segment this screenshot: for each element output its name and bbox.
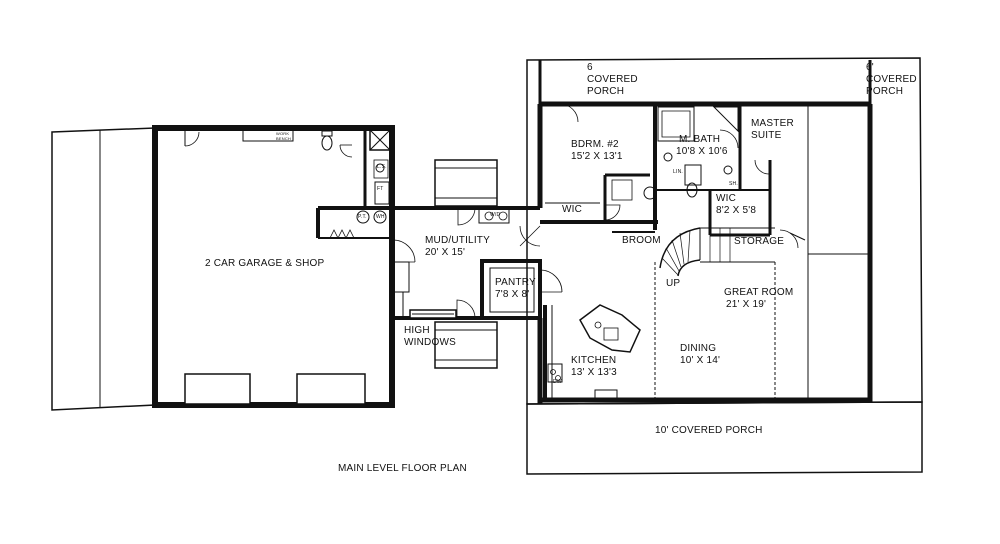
garage-walls bbox=[51, 125, 395, 411]
mud-utility-size: 20' X 15' bbox=[425, 247, 466, 258]
mud-utility-label: MUD/UTILITY bbox=[425, 235, 490, 246]
ls-label: L.S. bbox=[377, 164, 387, 170]
kitchen-size: 13' X 13'3 bbox=[571, 367, 617, 378]
dw-label: DW bbox=[553, 379, 562, 385]
mud-utility-walls bbox=[392, 159, 540, 369]
stair-up-label: UP bbox=[666, 278, 681, 289]
pantry-label: PANTRY bbox=[495, 277, 536, 288]
wh-label: WH bbox=[376, 214, 385, 220]
sh-label: SH. bbox=[729, 181, 738, 187]
bedroom-2-label: BDRM. #2 bbox=[571, 139, 619, 150]
high-windows-label: HIGH WINDOWS bbox=[404, 325, 456, 348]
wd-label: W/D bbox=[490, 212, 501, 218]
covered-porch-bottom-label: 10' COVERED PORCH bbox=[655, 425, 763, 436]
wic-master-size: 8'2 X 5'8 bbox=[716, 205, 757, 216]
kitchen-fixtures bbox=[543, 304, 641, 399]
garage-shop-label: 2 CAR GARAGE & SHOP bbox=[205, 258, 325, 269]
great-room-size: 21' X 19' bbox=[726, 299, 767, 310]
broom-label: BROOM bbox=[622, 235, 661, 246]
plan-title: MAIN LEVEL FLOOR PLAN bbox=[338, 463, 467, 474]
lin-label: LIN. bbox=[673, 169, 683, 175]
ft-label: FT bbox=[377, 186, 384, 192]
pantry-size: 7'8 X 8' bbox=[495, 289, 530, 300]
master-bath-size: 10'8 X 10'6 bbox=[676, 146, 728, 157]
kitchen-label: KITCHEN bbox=[571, 355, 617, 366]
storage-label: STORAGE bbox=[734, 236, 785, 247]
pt-label: P.T. bbox=[358, 214, 367, 220]
wic-bedroom-label: WIC bbox=[562, 204, 583, 215]
pantry-walls bbox=[480, 259, 563, 320]
work-bench-label: WORK BENCH bbox=[276, 131, 292, 141]
dining-size: 10' X 14' bbox=[680, 355, 721, 366]
covered-porch-right-label: 6' COVERED PORCH bbox=[866, 62, 917, 97]
wic-master-label: WIC bbox=[716, 193, 737, 204]
great-room-label: GREAT ROOM bbox=[724, 287, 794, 298]
covered-porch-top-label: 6 COVERED PORCH bbox=[587, 62, 638, 97]
master-bath-label: M. BATH bbox=[679, 134, 721, 145]
main-house-walls bbox=[519, 57, 923, 475]
master-suite-label: MASTER SUITE bbox=[751, 118, 794, 141]
bedroom-2-size: 15'2 X 13'1 bbox=[571, 151, 623, 162]
dining-label: DINING bbox=[680, 343, 717, 354]
